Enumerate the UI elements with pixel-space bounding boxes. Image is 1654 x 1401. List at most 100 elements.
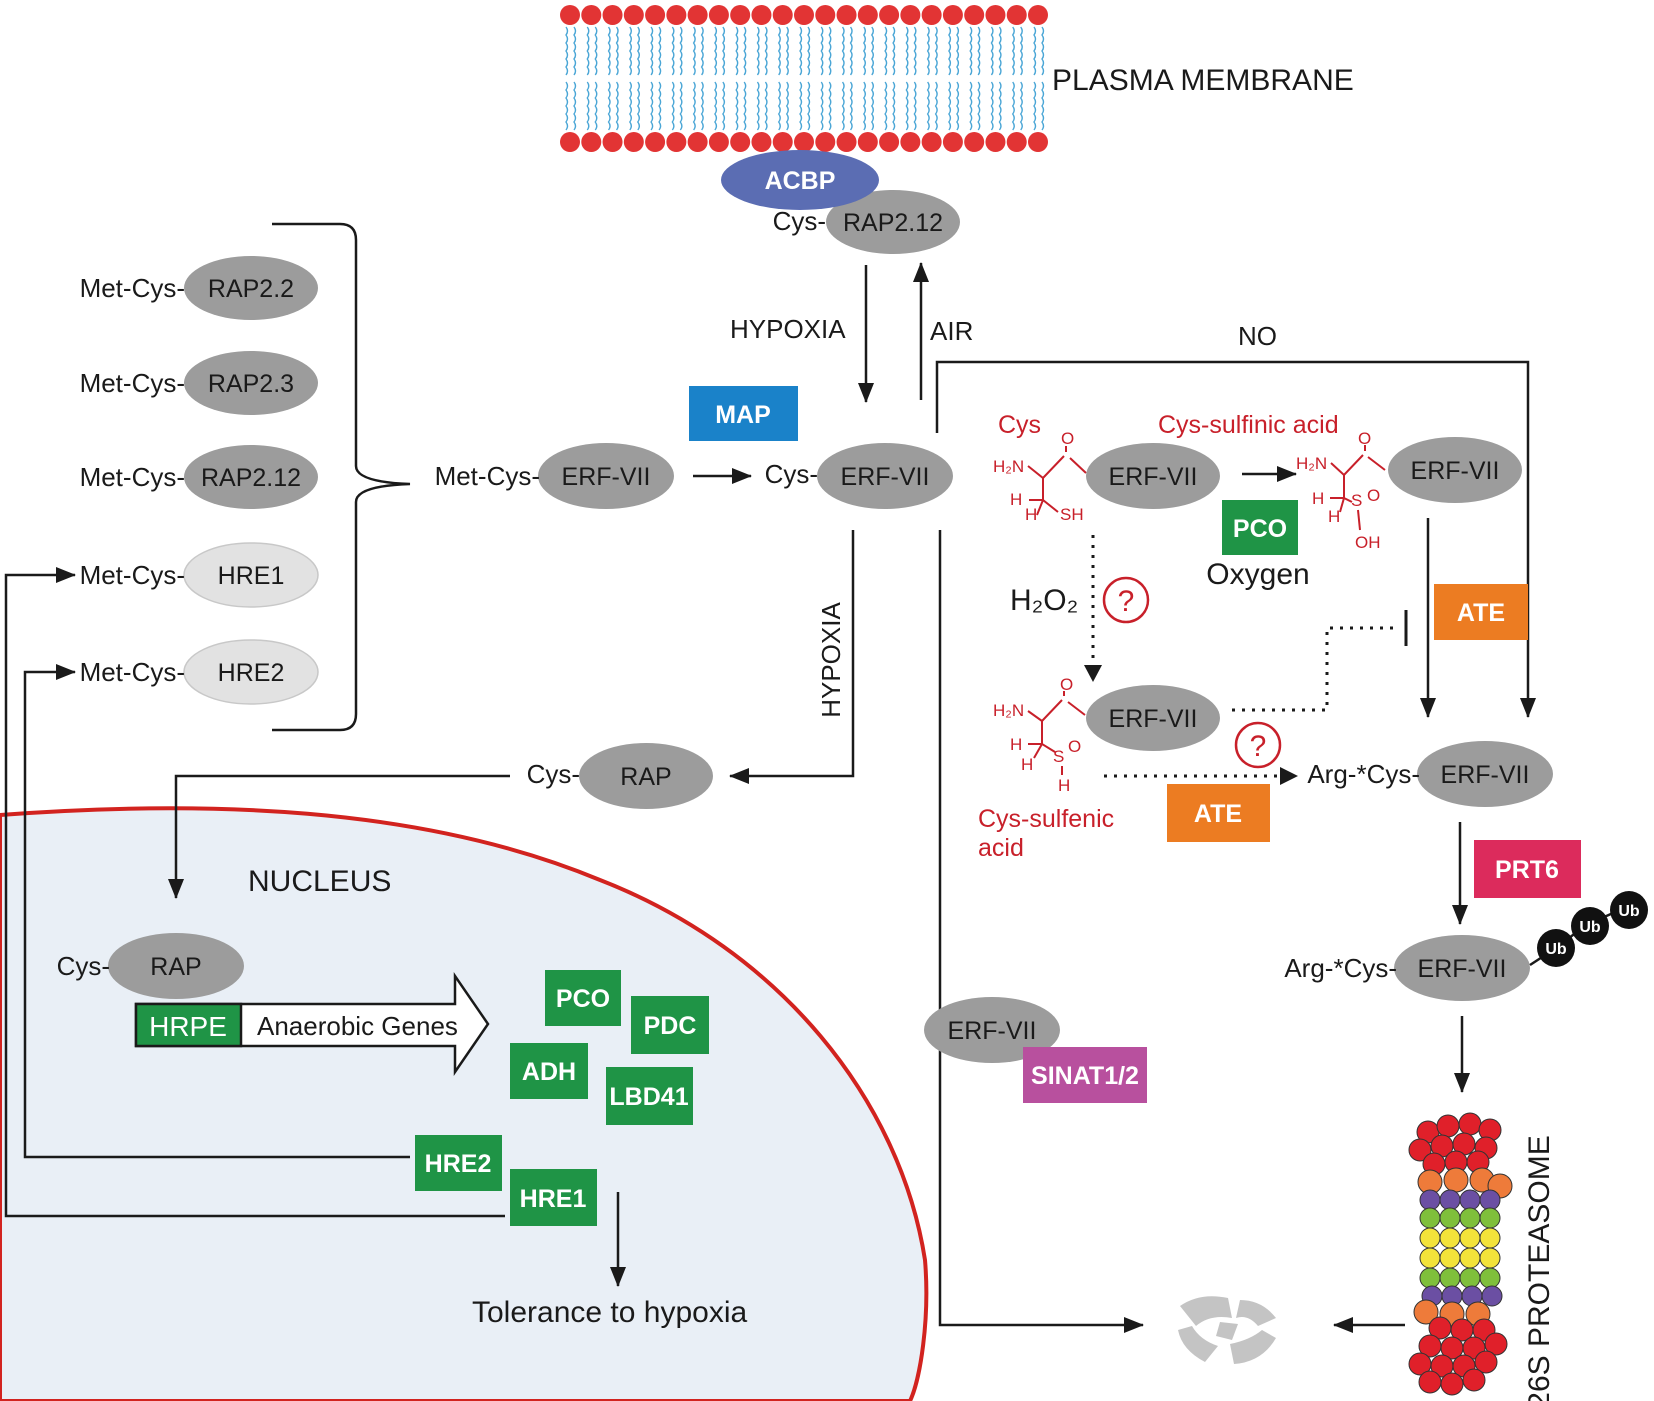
proteasome-subunit [1443, 1167, 1469, 1193]
ate-lower-label: ATE [1194, 800, 1242, 828]
lipid-tail [884, 81, 888, 131]
lipid-head [687, 132, 708, 152]
lipid-head [964, 132, 985, 152]
lipid-head [645, 5, 666, 25]
arg-erf-2-label: ERF-VII [1418, 955, 1507, 983]
lipid-tail [594, 26, 598, 76]
sulfinic-bonds [1330, 445, 1386, 531]
hre2-prefix: Met-Cys- [80, 657, 185, 687]
nucleus-rap-oval [108, 933, 244, 999]
proteasome-cap-subunit [1408, 1138, 1432, 1162]
lipid-tail [905, 81, 909, 131]
lipid-tail [913, 81, 917, 131]
cys-structure: Cys H₂N O H H SH [993, 411, 1087, 524]
rap212-membrane-oval [826, 190, 960, 254]
rap212-oval [184, 445, 318, 509]
rap23-label: RAP2.3 [208, 370, 294, 398]
lipid-tail [565, 26, 569, 76]
gene-pco-label: PCO [556, 985, 610, 1013]
lipid-head [730, 5, 751, 25]
hypoxia-to-rap-arrow [729, 530, 855, 784]
cys-label: Cys [998, 411, 1041, 439]
lipid-tail [956, 81, 960, 131]
lipid-tail [756, 26, 760, 76]
proteasome-core-subunit [1479, 1267, 1501, 1289]
lipid-head [623, 132, 644, 152]
lipid-tail [756, 81, 760, 131]
rap22-label: RAP2.2 [208, 275, 294, 303]
met-erf-label: ERF-VII [562, 463, 651, 491]
sulfenic-s: S [1053, 747, 1064, 766]
lipid-head [751, 5, 772, 25]
sulfenic-h2: H [1021, 755, 1033, 774]
lipid-tail [820, 26, 824, 76]
gene-lbd41-label: LBD41 [609, 1083, 688, 1111]
sinat-box [1023, 1047, 1147, 1103]
sulfenic-label-1: Cys-sulfenic [978, 805, 1114, 833]
lipid-head [602, 132, 623, 152]
proteasome-core-subunit [1439, 1247, 1461, 1269]
hypoxia-label: HYPOXIA [730, 314, 846, 344]
proteasome-core-subunit [1419, 1267, 1441, 1289]
lipid-tail [700, 26, 704, 76]
lipid-tail [862, 26, 867, 76]
nucleus-label: NUCLEUS [248, 865, 391, 898]
lipid-head [921, 5, 942, 25]
lipid-head [602, 5, 623, 25]
arg-erf-2-oval [1394, 935, 1530, 1001]
gene-pdc-box [631, 996, 709, 1054]
lipid-tail [799, 81, 803, 131]
lipid-head [1006, 5, 1027, 25]
rap212-membrane-prefix: Cys- [773, 206, 826, 236]
lipid-tail [977, 81, 981, 131]
cys-rap-oval [579, 743, 713, 809]
cys-erf-prefix: Cys- [765, 459, 818, 489]
erf-group: RAP2.2 Met-Cys- RAP2.3 Met-Cys- RAP2.12 … [80, 256, 319, 705]
hre2-gene-box [415, 1135, 502, 1191]
lipid-head [708, 132, 729, 152]
gene-lbd41-box [606, 1067, 693, 1125]
lipid-tail [841, 81, 845, 131]
lipid-head [794, 5, 814, 25]
lipid-head [921, 132, 942, 152]
lipid-tail [735, 81, 739, 131]
lipid-tail [969, 81, 973, 131]
lipid-head [815, 5, 836, 25]
hre1-feedback-arrow [4, 567, 505, 1218]
lipid-tail [1011, 81, 1015, 131]
lipid-tail [658, 26, 662, 76]
hre1-gene-label: HRE1 [520, 1185, 587, 1213]
ub-icon-1 [1537, 929, 1575, 967]
lipid-tail [658, 81, 662, 131]
proteasome-subunit [1481, 1285, 1503, 1307]
arg-erf-1-prefix: Arg-*Cys- [1307, 759, 1420, 789]
lipid-tail [594, 81, 598, 131]
lipid-tail [573, 26, 577, 76]
inhibition-dotted-line [1232, 626, 1400, 712]
sulfenic-h3: H [1058, 776, 1070, 795]
prt6-label: PRT6 [1495, 856, 1559, 884]
ate-upper-label: ATE [1457, 599, 1505, 627]
proteasome-subunit [1413, 1299, 1439, 1325]
lipid-tail [977, 26, 981, 76]
arg-erf-1-label: ERF-VII [1441, 761, 1530, 789]
lipid-tail [990, 26, 994, 76]
lipid-tail [650, 26, 654, 76]
lipid-tail [636, 26, 641, 76]
sulfinic-o: O [1358, 429, 1371, 448]
lipid-tail [785, 81, 789, 131]
proteasome-core-subunit [1459, 1207, 1481, 1229]
lipid-head [645, 132, 666, 152]
lipid-tail [892, 26, 896, 76]
lipid-tail [700, 81, 704, 131]
plasma-membrane-label: PLASMA MEMBRANE [1052, 64, 1354, 97]
proteasome-subunit [1419, 1189, 1441, 1211]
sulfinic-o2: O [1367, 486, 1380, 505]
lipid-tail [777, 26, 781, 76]
lipid-tail [870, 26, 875, 76]
no-pathway-arrow [935, 360, 1536, 718]
map-label: MAP [715, 401, 771, 429]
erf-sinat-oval [924, 997, 1060, 1063]
lipid-tail [956, 26, 960, 76]
